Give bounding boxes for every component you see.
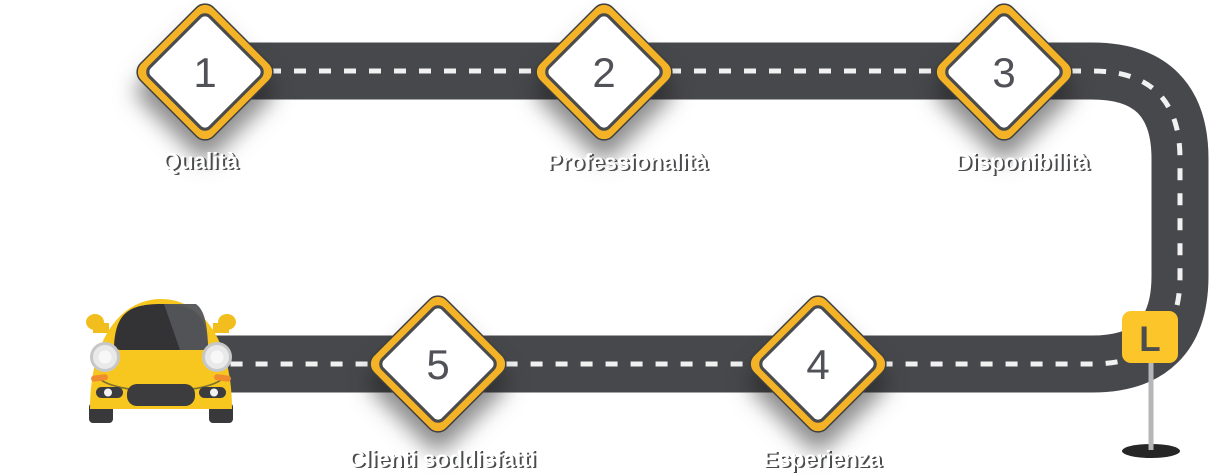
car-indicator-right xyxy=(214,374,231,382)
milestone-sign-3: 3 xyxy=(909,0,1099,167)
diamond-sign-icon: 5 xyxy=(369,295,507,433)
milestone-number: 4 xyxy=(806,341,829,388)
milestone-label-professionalita: Professionalità xyxy=(546,149,708,175)
milestone-number: 2 xyxy=(592,49,615,96)
learner-plate-icon: L xyxy=(1122,311,1180,458)
learner-plate-letter: L xyxy=(1139,320,1160,359)
milestone-sign-2: 2 xyxy=(509,0,699,167)
car-icon xyxy=(86,299,236,423)
milestone-label-clienti: Clienti soddisfatti xyxy=(348,446,536,472)
car-grille xyxy=(127,384,195,406)
diamond-sign-icon: 1 xyxy=(136,3,274,141)
milestone-sign-5: 5 xyxy=(343,269,533,459)
car xyxy=(85,295,237,430)
milestone-label-qualita: Qualità xyxy=(162,148,238,174)
diamond-sign-icon: 2 xyxy=(535,3,673,141)
milestone-sign-1: 1 xyxy=(110,0,300,167)
milestone-sign-4: 4 xyxy=(723,269,913,459)
car-indicator-left xyxy=(91,374,108,382)
milestone-number: 5 xyxy=(426,341,449,388)
milestone-number: 1 xyxy=(193,49,216,96)
pole-shadow xyxy=(1122,444,1180,458)
windshield-reflection xyxy=(164,304,208,350)
learner-plate-face xyxy=(1122,311,1178,363)
milestone-label-disponibilita: Disponibilità xyxy=(954,149,1090,175)
milestone-label-esperienza: Esperienza xyxy=(762,446,882,472)
diamond-sign-icon: 4 xyxy=(749,295,887,433)
sign-pole xyxy=(1148,360,1154,450)
diamond-sign-icon: 3 xyxy=(935,3,1073,141)
milestone-number: 3 xyxy=(992,49,1015,96)
learner-plate-sign: L xyxy=(1121,310,1181,467)
